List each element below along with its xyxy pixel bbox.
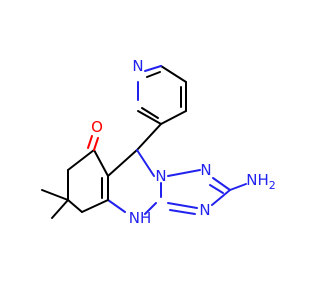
carbonyl-bond: [87, 135, 93, 149]
bond: [167, 202, 198, 209]
bond: [136, 149, 155, 177]
nh-label: NH: [129, 209, 152, 227]
bond: [136, 123, 162, 151]
bond: [160, 65, 187, 83]
triazole-nitrogen-label: N: [200, 161, 211, 179]
carbonyl-oxygen-label: O: [91, 118, 103, 136]
double-bond-inner: [146, 71, 161, 78]
methyl-bond: [41, 189, 69, 201]
pyridine-ring: [137, 65, 187, 125]
triazole-nitrogen-label: N: [199, 201, 210, 219]
methyl-bond: [51, 199, 69, 219]
central-ring: [107, 149, 162, 215]
bond: [107, 199, 126, 213]
structure-canvas: N O N N N NH NH2: [41, 57, 276, 227]
double-bond-inner: [169, 209, 196, 215]
triazole-ring: [167, 169, 231, 215]
bond: [137, 110, 162, 125]
bond: [212, 177, 231, 191]
bond: [67, 149, 95, 171]
bond: [67, 199, 83, 213]
bond: [81, 199, 109, 213]
bond: [229, 183, 247, 191]
double-bond-inner: [209, 184, 224, 194]
carbonyl-bond: [93, 137, 99, 151]
cyclohexenone-ring: [67, 149, 109, 213]
molecule-structure: N O N N N NH NH2: [41, 57, 276, 227]
amine-label: NH2: [246, 171, 276, 192]
bond: [160, 110, 187, 125]
bridge-nitrogen-label: N: [155, 167, 166, 185]
bond: [167, 169, 201, 177]
bond: [93, 149, 109, 177]
pyridine-nitrogen-label: N: [132, 57, 143, 75]
bond: [144, 202, 157, 215]
bond: [144, 65, 162, 72]
bond: [211, 189, 231, 206]
bond: [107, 149, 138, 177]
double-bond-inner: [141, 107, 159, 119]
